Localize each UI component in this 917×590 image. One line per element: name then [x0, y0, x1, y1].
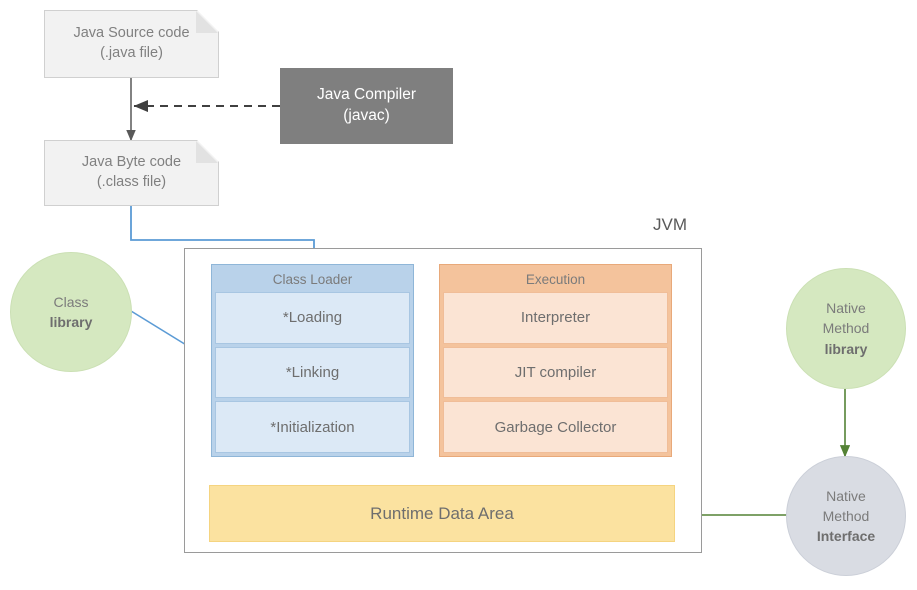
- execution-group: Execution Interpreter JIT compiler Garba…: [439, 264, 672, 457]
- native-method-interface-line3: Interface: [816, 528, 876, 545]
- java-source-code-document: Java Source code (.java file): [44, 10, 219, 78]
- class-loader-item-loading[interactable]: *Loading: [215, 292, 410, 344]
- class-library-ellipse: Class library: [10, 252, 132, 372]
- native-method-library-line3: library: [824, 340, 868, 357]
- java-byte-code-line1: Java Byte code: [81, 154, 182, 171]
- native-method-library-line1: Native: [826, 300, 866, 317]
- runtime-data-area-box: Runtime Data Area: [209, 485, 675, 542]
- class-loader-item-initialization[interactable]: *Initialization: [215, 401, 410, 454]
- class-loader-group: Class Loader *Loading *Linking *Initiali…: [211, 264, 414, 457]
- java-source-code-line1: Java Source code: [73, 25, 190, 42]
- java-byte-code-line2: (.class file): [96, 174, 167, 190]
- native-method-interface-line2: Method: [822, 507, 870, 524]
- execution-item-jit-compiler[interactable]: JIT compiler: [443, 346, 668, 399]
- java-compiler-line1: Java Compiler: [316, 86, 417, 104]
- java-compiler-line2: (javac): [343, 107, 390, 124]
- document-fold-corner: [196, 141, 218, 163]
- document-fold-corner: [196, 11, 218, 33]
- class-loader-header: Class Loader: [272, 272, 353, 287]
- native-method-interface-ellipse: Native Method Interface: [786, 456, 906, 576]
- class-library-line2: library: [49, 314, 93, 330]
- java-source-code-line2: (.java file): [100, 45, 163, 61]
- native-method-library-line2: Method: [822, 320, 870, 337]
- class-loader-item-linking[interactable]: *Linking: [215, 346, 410, 399]
- execution-item-interpreter[interactable]: Interpreter: [443, 292, 668, 344]
- native-method-library-ellipse: Native Method library: [786, 268, 906, 389]
- execution-header: Execution: [525, 272, 586, 287]
- java-byte-code-document: Java Byte code (.class file): [44, 140, 219, 206]
- java-compiler-box: Java Compiler (javac): [280, 68, 453, 144]
- jvm-label: JVM: [653, 215, 687, 234]
- class-library-line1: Class: [53, 293, 89, 310]
- execution-item-garbage-collector[interactable]: Garbage Collector: [443, 401, 668, 454]
- runtime-data-area-label: Runtime Data Area: [370, 503, 514, 523]
- native-method-interface-line1: Native: [826, 487, 866, 504]
